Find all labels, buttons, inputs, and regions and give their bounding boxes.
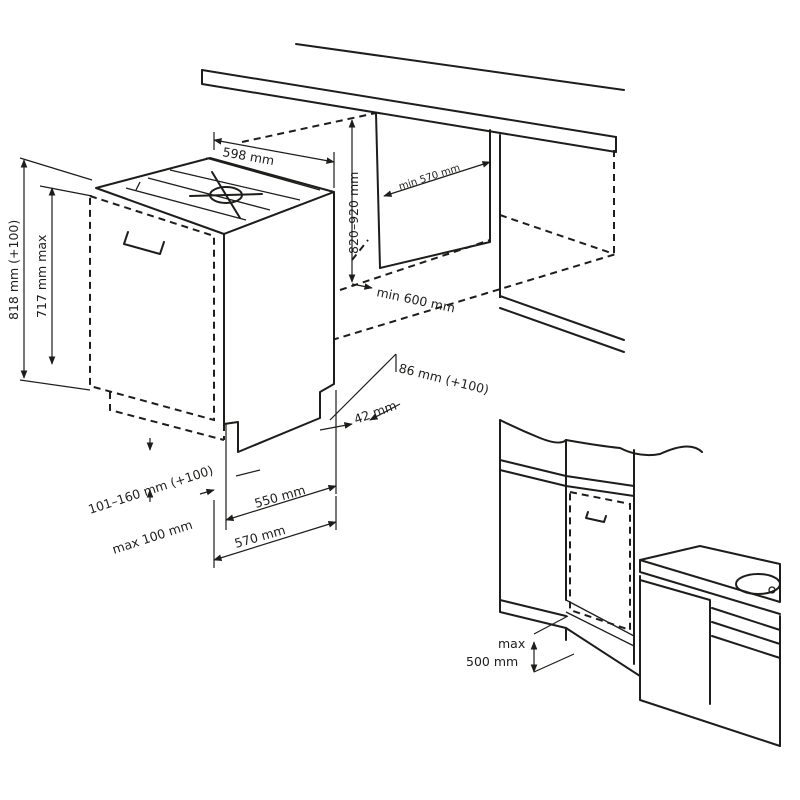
dishwasher-body — [89, 157, 335, 453]
dim-717: 717 mm max — [34, 235, 49, 318]
dim-820-920: 820–920 mm — [346, 172, 361, 254]
countertop — [201, 43, 625, 153]
dim-818: 818 mm (+100) — [6, 220, 21, 320]
dim-min-570: min 570 mm — [398, 163, 462, 193]
dim-86: 86 mm (+100) — [397, 360, 490, 397]
dim-min-600: min 600 mm — [375, 284, 456, 315]
dim-door-max: max — [498, 636, 525, 651]
dim-door-500: 500 mm — [466, 654, 518, 669]
dim-550: 550 mm — [253, 482, 307, 511]
dim-101-160: 101–160 mm (+100) — [86, 462, 215, 517]
dim-max-100: max 100 mm — [110, 517, 194, 557]
dim-570: 570 mm — [233, 522, 287, 551]
kitchen-illustration: max 500 mm — [466, 419, 781, 747]
dim-42: 42 mm — [352, 398, 399, 427]
left-dimensions: 818 mm (+100) 717 mm max — [6, 157, 93, 391]
niche-recess — [241, 112, 625, 353]
